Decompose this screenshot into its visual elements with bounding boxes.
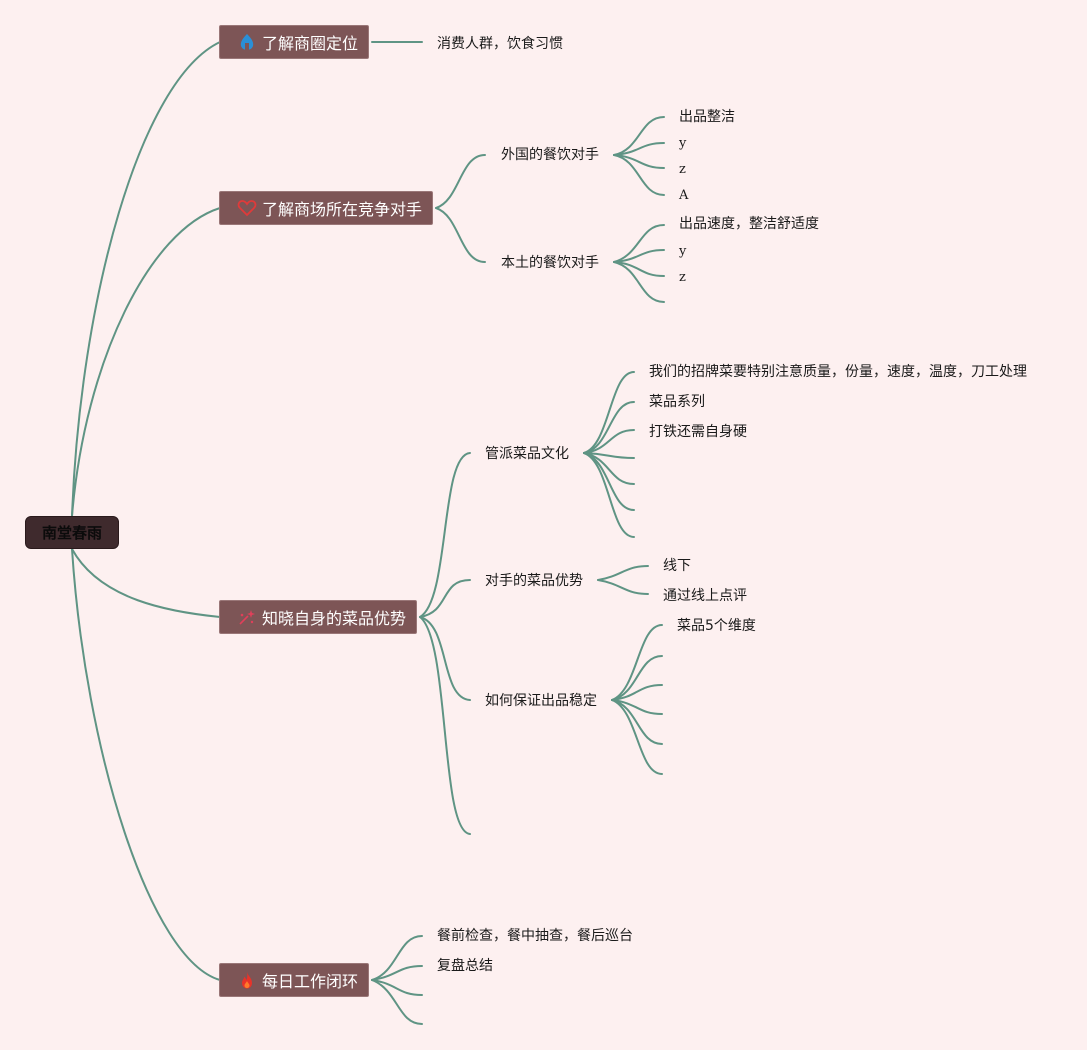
leaf-b2s1-4[interactable]: A (679, 188, 689, 203)
root-node[interactable]: 南堂春雨 (25, 516, 119, 549)
connector-b2s1-l1 (613, 116, 665, 156)
connector-b3-sub3 (419, 616, 471, 701)
connector-b3s1-l2 (583, 401, 635, 454)
leaf-b3s1-1[interactable]: 我们的招牌菜要特别注意质量，份量，速度，温度，刀工处理 (649, 364, 1027, 380)
branch-label-2: 了解商场所在竞争对手 (262, 200, 423, 219)
connector-b3s1-l7 (583, 452, 635, 538)
leaf-b3s1-2[interactable]: 菜品系列 (649, 394, 705, 410)
branch-label-4: 每日工作闭环 (262, 972, 359, 991)
connector-b3s3-l1 (611, 624, 663, 701)
fire-icon (236, 969, 258, 991)
connector-b2s1-l2 (613, 142, 665, 156)
connector-root-branch-4 (71, 548, 221, 981)
connector-b4-l4 (371, 979, 423, 1025)
leaf-b2s2-1[interactable]: 出品速度，整洁舒适度 (679, 216, 819, 232)
sub-node-b3-2[interactable]: 对手的菜品优势 (485, 573, 583, 589)
connector-b3s3-l2 (611, 655, 663, 701)
connector-b3s2-l1 (597, 565, 649, 581)
branch-label-3: 知晓自身的菜品优势 (262, 609, 407, 628)
branch-label-1: 了解商圈定位 (262, 34, 359, 53)
leaf-b3s2-2[interactable]: 通过线上点评 (663, 588, 747, 604)
leaf-b2s1-1[interactable]: 出品整洁 (679, 109, 735, 125)
leaf-b3s2-1[interactable]: 线下 (663, 558, 691, 574)
leaf-b4-2[interactable]: 复盘总结 (437, 958, 493, 974)
connector-b2-sub2 (435, 207, 486, 263)
root-label: 南堂春雨 (41, 524, 102, 542)
connector-b4-l3 (371, 979, 423, 996)
connector-b2-sub1 (435, 154, 486, 209)
connector-b2s2-l2 (613, 249, 665, 263)
connector-b3s1-l3 (583, 429, 635, 454)
leaf-b2s1-3[interactable]: z (679, 162, 686, 177)
branch-node-2[interactable]: 了解商场所在竞争对手 (219, 191, 434, 225)
branch-node-4[interactable]: 每日工作闭环 (219, 963, 370, 997)
connector-b3-sub4 (419, 616, 471, 835)
branch-node-1[interactable]: 了解商圈定位 (219, 25, 370, 59)
leaf-b2s2-2[interactable]: y (679, 244, 687, 259)
connector-b3s2-l2 (597, 579, 649, 595)
connector-b2s2-l1 (613, 224, 665, 263)
connector-b3-sub2 (419, 579, 471, 618)
leaf-b3s1-3[interactable]: 打铁还需自身硬 (649, 424, 747, 440)
connector-root-branch-1 (71, 41, 221, 517)
sub-node-b2-1[interactable]: 外国的餐饮对手 (501, 147, 599, 163)
connector-b3s3-l3 (611, 684, 663, 701)
heart-icon (236, 197, 258, 219)
connector-b2s1-l4 (613, 154, 665, 196)
connector-root-branch-2 (71, 207, 221, 517)
leaf-b2s2-3[interactable]: z (679, 270, 686, 285)
connector-b3s1-l4 (583, 452, 635, 459)
house-icon (236, 31, 258, 53)
leaf-b1-1[interactable]: 消费人群，饮食习惯 (437, 36, 563, 52)
branch-node-3[interactable]: 知晓自身的菜品优势 (219, 600, 418, 634)
connector-b4-l1 (371, 935, 423, 981)
connector-b3s1-l6 (583, 452, 635, 511)
sparkle-icon (236, 606, 258, 628)
sub-node-b3-3[interactable]: 如何保证出品稳定 (485, 693, 597, 709)
connector-b2s2-l3 (613, 261, 665, 277)
connector-b2s2-l4 (613, 261, 665, 303)
connector-b4-l2 (371, 965, 423, 981)
connector-b3-sub1 (419, 452, 471, 618)
sub-node-b3-1[interactable]: 管派菜品文化 (485, 446, 569, 462)
connector-b3s3-l6 (611, 699, 663, 775)
leaf-b4-1[interactable]: 餐前检查，餐中抽查，餐后巡台 (437, 928, 633, 944)
connector-b3s1-l1 (583, 371, 635, 454)
leaf-b2s1-2[interactable]: y (679, 136, 687, 151)
leaf-b3s3-1[interactable]: 菜品5个维度 (677, 618, 756, 634)
connector-root-branch-3 (71, 548, 221, 618)
connector-b3s3-l5 (611, 699, 663, 745)
sub-node-b2-2[interactable]: 本土的餐饮对手 (501, 255, 599, 271)
